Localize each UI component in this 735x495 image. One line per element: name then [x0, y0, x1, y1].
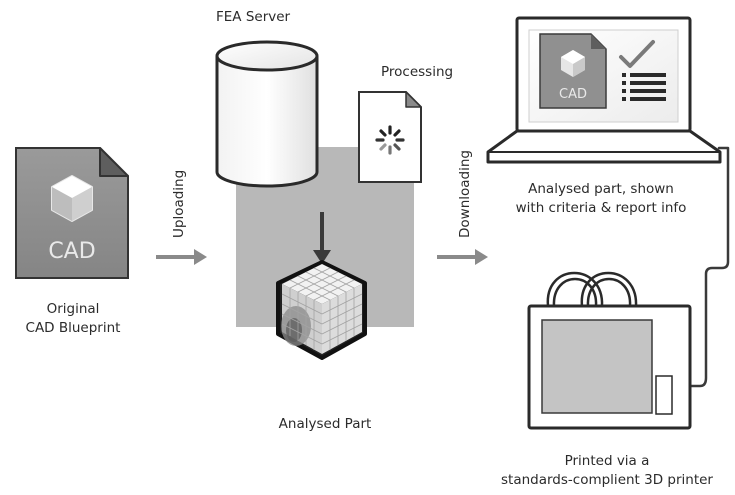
meshed-cube-icon [276, 260, 367, 360]
spinner-icon [375, 125, 405, 155]
processing-label: Processing [381, 64, 454, 80]
uploading-label: Uploading [171, 170, 187, 238]
cad-caption-line2: CAD Blueprint [25, 320, 121, 336]
laptop-icon [486, 16, 722, 164]
screen-cad-file-icon [539, 33, 607, 109]
spinner-document-icon [358, 91, 422, 183]
download-arrow [437, 249, 488, 265]
cad-icon-text: CAD [48, 239, 95, 264]
cad-file-icon [15, 147, 129, 279]
server-title: FEA Server [216, 9, 291, 25]
report-list-icon [622, 73, 666, 101]
screen-cad-text: CAD [559, 87, 587, 102]
printer-caption-line2: standards-complient 3D printer [501, 472, 713, 488]
downloading-label: Downloading [457, 150, 473, 238]
laptop-caption-line1: Analysed part, shown [528, 181, 674, 197]
checkmark-icon [619, 40, 655, 68]
3d-printer-icon [527, 271, 692, 430]
cube-icon [51, 175, 93, 222]
database-cylinder-icon [215, 40, 319, 188]
upload-arrow [156, 249, 207, 265]
cad-caption-line1: Original [46, 301, 100, 317]
cable [688, 146, 730, 388]
analysed-part-caption: Analysed Part [278, 416, 372, 432]
printer-caption: Printed via a standards-complient 3D pri… [482, 452, 732, 490]
down-arrow [313, 212, 331, 264]
cad-caption: Original CAD Blueprint [8, 300, 138, 338]
laptop-caption-line2: with criteria & report info [515, 200, 687, 216]
laptop-caption: Analysed part, shown with criteria & rep… [491, 180, 711, 218]
printer-caption-line1: Printed via a [564, 453, 650, 469]
